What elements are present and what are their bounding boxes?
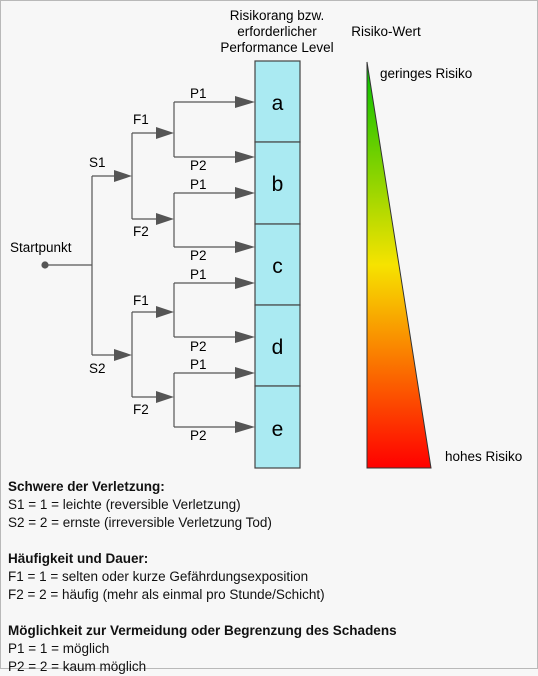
arrowhead-s2 [114,349,132,361]
label-f2-lower: F2 [133,402,149,417]
risk-graph-diagram: Risikorang bzw. erforderlicher Performan… [10,8,522,469]
start-point [41,261,49,269]
severity-heading: Schwere der Verletzung: [8,479,165,494]
start-label: Startpunkt [10,240,72,255]
avoidance-heading: Möglichkeit zur Vermeidung oder Begrenzu… [8,623,397,638]
tree-arrowheads [114,96,255,433]
severity-line-s2: S2 = 2 = ernste (irreversible Verletzung… [8,515,272,530]
risk-gradient-wedge [366,61,432,469]
arrowhead-p2-e [235,421,255,433]
level-box-c [254,223,301,306]
level-box-d [254,304,301,387]
level-label-a: a [272,92,284,115]
level-title-line-3: Performance Level [220,40,333,55]
label-p1-3: P1 [190,267,207,282]
severity-line-s1: S1 = 1 = leichte (reversible Verletzung) [8,497,241,512]
arrowhead-p1-b [235,187,255,199]
risk-low-label: geringes Risiko [380,66,472,81]
label-p2-3: P2 [190,339,207,354]
arrowhead-s1 [114,170,132,182]
label-p2-1: P2 [190,158,207,173]
level-title-line-2: erforderlicher [237,24,317,39]
label-f1-lower: F1 [133,293,149,308]
legend-spacer [8,604,528,622]
frequency-line-f1: F1 = 1 = selten oder kurze Gefährdungsex… [8,569,309,584]
arrowhead-f1-upper [156,127,174,139]
level-title-line-1: Risikorang bzw. [230,8,325,23]
arrowhead-p1-c [235,277,255,289]
avoidance-line-p2: P2 = 2 = kaum möglich [8,659,147,674]
level-label-e: e [272,418,284,441]
level-box-e [254,385,301,469]
label-s1: S1 [89,155,106,170]
arrowhead-f2-lower [156,391,174,403]
arrowhead-p2-b [235,151,255,163]
arrowhead-p1-d [235,367,255,379]
label-p1-4: P1 [190,357,207,372]
risk-value-title: Risiko-Wert [351,24,421,39]
legend: Schwere der Verletzung: S1 = 1 = leichte… [8,478,528,676]
performance-level-column [254,60,301,469]
label-f1-upper: F1 [133,112,149,127]
label-p1-1: P1 [190,86,207,101]
arrowhead-p2-c [235,241,255,253]
level-label-d: d [272,336,284,359]
label-f2-upper: F2 [133,224,149,239]
label-s2: S2 [89,361,106,376]
frequency-heading: Häufigkeit und Dauer: [8,551,149,566]
level-box-b [254,141,301,225]
level-box-a [254,60,301,143]
arrowhead-p2-d [235,331,255,343]
arrowhead-p1-a [235,96,255,108]
legend-spacer [8,532,528,550]
frequency-line-f2: F2 = 2 = häufig (mehr als einmal pro Stu… [8,587,325,602]
label-p2-4: P2 [190,428,207,443]
arrowhead-f1-lower [156,306,174,318]
risk-high-label: hohes Risiko [445,449,522,464]
level-label-c: c [272,255,283,278]
label-p2-2: P2 [190,248,207,263]
level-label-b: b [272,173,284,196]
avoidance-line-p1: P1 = 1 = möglich [8,641,110,656]
arrowhead-f2-upper [156,213,174,225]
label-p1-2: P1 [190,177,207,192]
tree-lines [45,101,237,428]
